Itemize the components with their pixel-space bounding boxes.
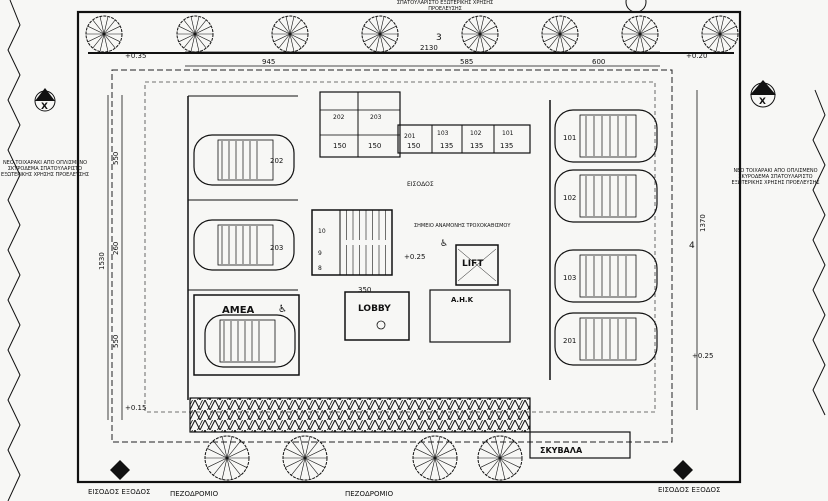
entrance-markers (110, 460, 693, 480)
dim-550a: 550 (112, 152, 120, 165)
tree-top-2 (271, 15, 309, 53)
tree-top-0 (85, 15, 123, 53)
wall-note-top: ΣΠΑΤΟΥΛΑΡΙΣΤΟ ΕΞΩΤΕΡΙΚΗΣ ΧΡΗΣΗΣ ΠΡΟΕΛΕΥΣ… (397, 0, 493, 12)
level-025: +0.25 (404, 253, 425, 261)
level-left-bottom: +0.15 (125, 404, 146, 412)
wall-note-right: ΝΕΟ ΤΟΙΧΑΡΑΚΙ ΑΠΟ ΟΠΛΙΣΜΕΝΟ ΣΚΥΡΟΔΕΜΑ ΣΠ… (731, 168, 819, 186)
storage-101: 101 (502, 130, 514, 137)
pezodromio-left: ΠΕΖΟΔΡΟΜΙΟ (170, 490, 219, 498)
level-top-left: +0.35 (125, 52, 146, 60)
car-slot-label-102: 102 (563, 194, 576, 202)
section-4: 4 (689, 241, 695, 251)
tree-bottom-0 (204, 435, 250, 481)
storage-201: 201 (404, 133, 416, 140)
dim-550b: 550 (112, 335, 120, 348)
storage-203: 203 (370, 114, 382, 121)
tree-top-5 (541, 15, 579, 53)
stair-num-9: 9 (318, 250, 322, 257)
dim-600: 600 (592, 58, 605, 66)
entrance-right-label: ΕΙΣΟΔΟΣ ΕΞΟΔΟΣ (658, 486, 720, 494)
dim-s1: 150 (333, 142, 346, 150)
level-top-right: +0.20 (686, 52, 707, 60)
dim-945: 945 (262, 58, 275, 66)
section-x-right: X (759, 97, 766, 107)
eisodos-label: ΕΙΣΟΔΟΣ (407, 181, 434, 188)
dim-s5: 135 (470, 142, 483, 150)
tree-bottom-1 (282, 435, 328, 481)
section-marker-left: X (34, 88, 56, 112)
stair-num-8: 8 (318, 265, 322, 272)
car-slot-103: 103 (554, 249, 658, 303)
dim-s3: 150 (407, 142, 420, 150)
car-slot-label-203: 203 (270, 244, 283, 252)
entrance-left-label: ΕΙΣΟΔΟΣ ΕΞΟΔΟΣ (88, 488, 150, 496)
dim-1530: 1530 (98, 252, 106, 270)
section-3: 3 (436, 33, 442, 43)
right-hatched-edge (812, 89, 826, 416)
trees-top-row (85, 15, 739, 53)
setback-line (111, 69, 673, 443)
top-wall (88, 52, 734, 54)
storage-202: 202 (333, 114, 345, 121)
car-slot-203: 203 (193, 219, 295, 271)
right-cars: 101 102 103 201 (554, 109, 658, 366)
site-boundary (76, 10, 742, 484)
dim-350: 350 (358, 286, 371, 294)
storage-block: 202 203 201 103 102 101 150 150 150 135 … (319, 91, 531, 158)
car-slot-101: 101 (554, 109, 658, 163)
lobby-label: LOBBY (358, 304, 391, 314)
dim-260: 260 (112, 242, 120, 255)
wall-note-left: ΝΕΟ ΤΟΙΧΑΡΑΚΙ ΑΠΟ ΟΠΛΙΣΜΕΝΟ ΣΚΥΡΟΔΕΜΑ ΣΠ… (1, 160, 89, 178)
left-hatched-edge (7, 0, 21, 501)
amea-label: AMEA (222, 305, 255, 316)
wheelchair-icon: ♿ (278, 304, 287, 315)
car-slot-label-202: 202 (270, 157, 283, 165)
wheelchair-icon-2: ♿ (440, 239, 448, 249)
section-marker-right: X (750, 80, 776, 108)
tree-top-6 (621, 15, 659, 53)
parking-left-block (187, 95, 298, 400)
wc-label: Α.Η.Κ (451, 296, 474, 304)
section-x-left: X (41, 102, 48, 112)
car-slot-amea: AMEA ♿ (193, 294, 300, 376)
lobby-block: LOBBY 350 LIFT Α.Η.Κ ΣΗΜΕΙΟ ΑΝΑΜΟΝΗΣ ΤΡΟ… (344, 181, 511, 343)
tree-bottom-2 (412, 435, 458, 481)
car-slot-201: 201 (554, 312, 658, 366)
tree-top-3 (361, 15, 399, 53)
lobby-fixture (376, 320, 386, 330)
lift-label: LIFT (462, 259, 484, 269)
paving-strip (189, 397, 531, 433)
dim-s2: 150 (368, 142, 381, 150)
tree-top-1 (176, 15, 214, 53)
dim-585: 585 (460, 58, 473, 66)
dim-s6: 135 (500, 142, 513, 150)
dim-2130: 2130 (420, 44, 438, 52)
dim-s4: 135 (440, 142, 453, 150)
level-right-1: +0.25 (692, 352, 713, 360)
section-marker-top: 3 4 (436, 0, 695, 251)
tree-top-4 (461, 15, 499, 53)
stair-num-10: 10 (318, 228, 326, 235)
car-slot-202: 202 (193, 134, 295, 186)
storage-103: 103 (437, 130, 449, 137)
tree-top-7 (701, 15, 739, 53)
storage-102: 102 (470, 130, 482, 137)
trees-bottom-row (204, 435, 523, 481)
stair-block: 10 9 8 (311, 209, 393, 276)
skyvala-area (529, 431, 631, 459)
skyvala-label: ΣΚΥΒΑΛΑ (540, 446, 583, 455)
tree-bottom-3 (477, 435, 523, 481)
dim-1370: 1370 (699, 214, 707, 232)
car-slot-label-103: 103 (563, 274, 576, 282)
car-slot-label-101: 101 (563, 134, 576, 142)
car-slot-label-201: 201 (563, 337, 576, 345)
pezodromio-center: ΠΕΖΟΔΡΟΜΙΟ (345, 490, 394, 498)
anamoni-label: ΣΗΜΕΙΟ ΑΝΑΜΟΝΗΣ ΤΡΟΧΟΚΑΘΙΣΜΟΥ (414, 223, 511, 229)
car-slot-102: 102 (554, 169, 658, 223)
